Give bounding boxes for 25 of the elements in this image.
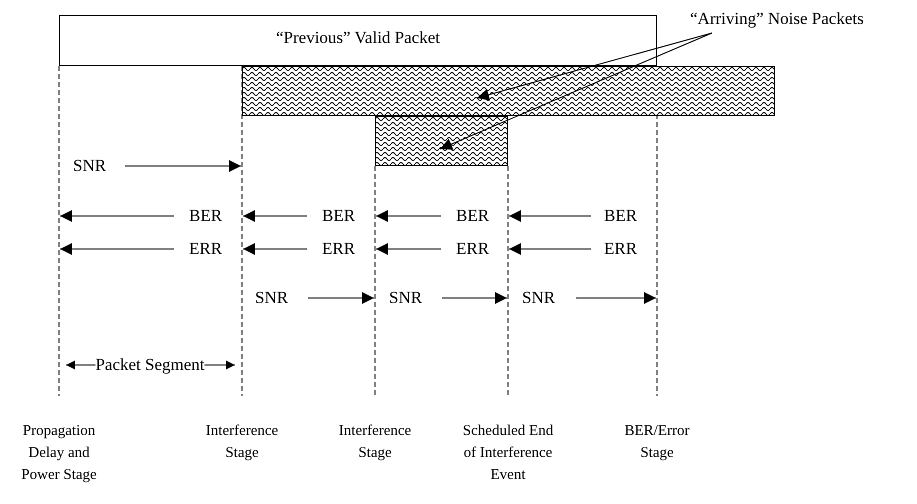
- noise-packet-bar: [375, 116, 508, 166]
- packet-box: [59, 15, 657, 66]
- stage-label: Interference Stage: [204, 422, 280, 463]
- measure-label: ERR: [189, 239, 222, 259]
- dimension-label: Packet Segment: [95, 355, 205, 375]
- packet-label: “Previous” Valid Packet: [276, 28, 440, 48]
- stage-label: Scheduled End of Interference Event: [462, 422, 554, 485]
- stage-label: Propagation Delay and Power Stage: [20, 422, 98, 485]
- measure-label: SNR: [255, 288, 288, 308]
- measure-label: BER: [322, 206, 356, 226]
- noise-packet-bar: [242, 66, 775, 116]
- measure-label: BER: [189, 206, 222, 226]
- leader-line: [476, 32, 712, 101]
- measure-label: SNR: [522, 288, 556, 308]
- callout-text: “Arriving” Noise Packets: [690, 8, 917, 30]
- measure-label: SNR: [389, 288, 422, 308]
- measure-label: SNR: [73, 156, 106, 176]
- measure-label: ERR: [456, 239, 490, 259]
- stage-label: BER/Error Stage: [624, 422, 690, 463]
- measure-label: BER: [456, 206, 490, 226]
- measure-label: ERR: [322, 239, 356, 259]
- measure-label: BER: [604, 206, 638, 226]
- leader-line: [440, 32, 712, 150]
- stage-label: Interference Stage: [338, 422, 412, 463]
- measure-label: ERR: [604, 239, 638, 259]
